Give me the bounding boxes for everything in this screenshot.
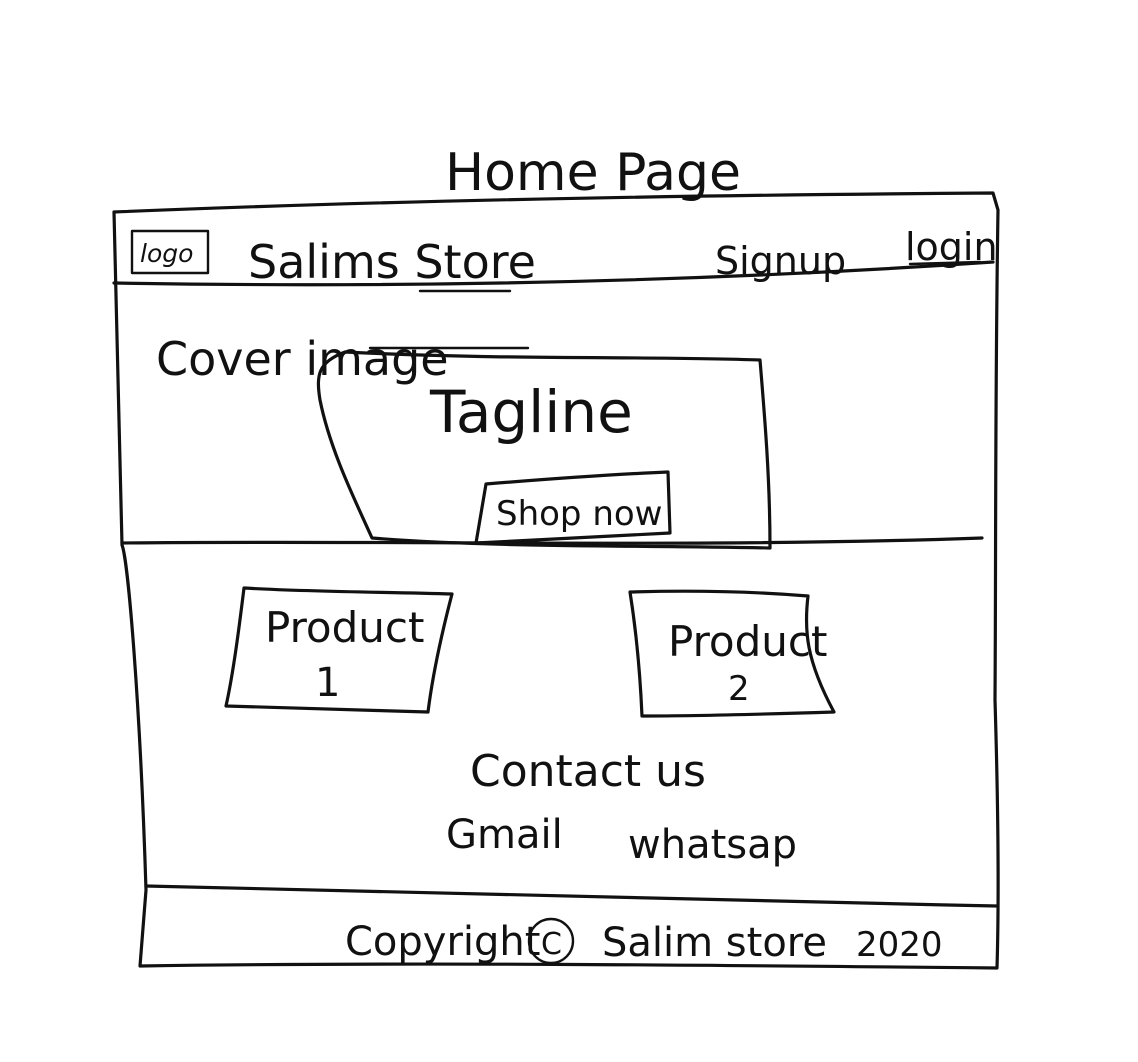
copyright-symbol: C [541, 927, 562, 962]
hero-cover: Cover image Tagline Shop now [120, 332, 984, 550]
product-1-number: 1 [315, 660, 340, 706]
header-divider [112, 260, 995, 287]
whatsapp-link[interactable]: whatsap [628, 822, 797, 868]
footer-year: 2020 [856, 925, 943, 965]
contact-section: Contact us Gmail whatsap [446, 746, 797, 868]
tagline: Tagline [429, 378, 633, 446]
logo-label: logo [140, 239, 193, 268]
footer-copyright: Copyright [345, 919, 540, 965]
hero-divider [120, 536, 984, 545]
cover-image-label: Cover image [156, 332, 449, 386]
product-card[interactable] [224, 586, 454, 714]
login-underline [908, 260, 982, 266]
signup-link[interactable]: Signup [715, 239, 846, 283]
product-2-number: 2 [728, 669, 750, 709]
page-title: Home Page [445, 143, 741, 203]
copyright-circle [527, 917, 575, 965]
shop-now-button[interactable] [474, 470, 672, 545]
shop-now-label: Shop now [496, 494, 662, 534]
contact-heading: Contact us [470, 746, 706, 797]
logo[interactable] [130, 229, 210, 275]
gmail-link[interactable]: Gmail [446, 812, 563, 858]
footer: Copyright C Salim store 2020 [144, 884, 999, 966]
product-2-title: Product [668, 617, 827, 666]
header-bar: logo Salims Store Signup login [112, 225, 998, 293]
footer-store-name: Salim store [602, 920, 827, 966]
page-frame [112, 191, 1000, 970]
tagline-panel [316, 350, 772, 550]
store-name[interactable]: Salims Store [248, 235, 536, 289]
product-1-title: Product [265, 603, 424, 652]
products-section: Product 1 Product 2 [224, 586, 836, 718]
footer-divider [144, 884, 999, 908]
product-card[interactable] [628, 589, 836, 718]
